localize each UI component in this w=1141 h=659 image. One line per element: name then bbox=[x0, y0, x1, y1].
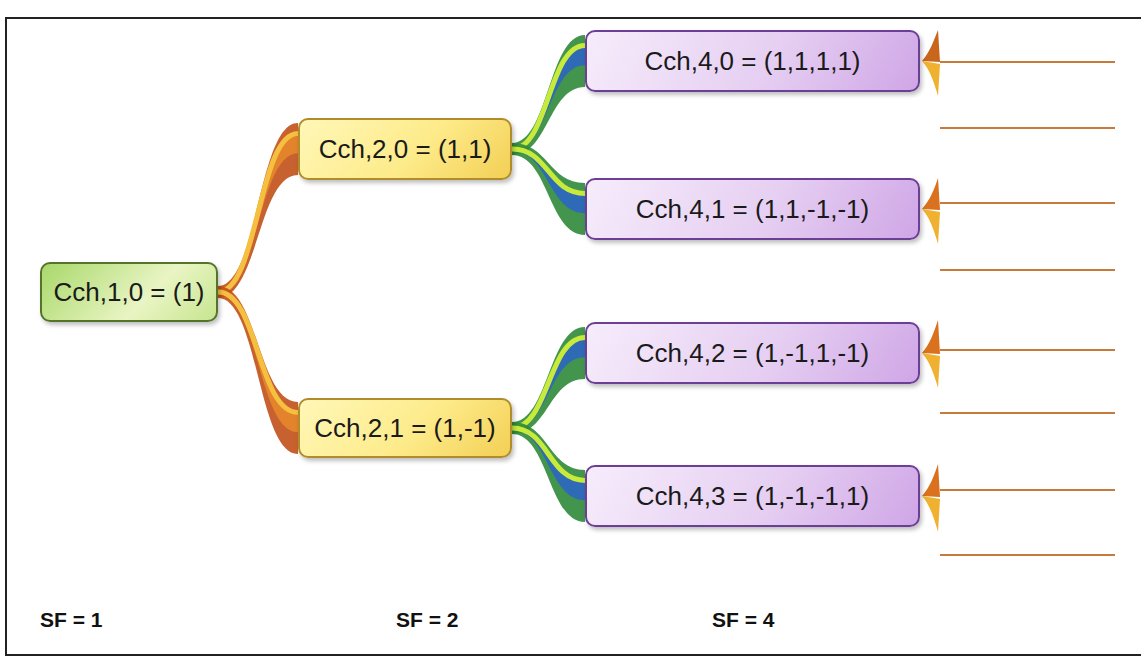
code-text: Cch,1,0 = (1) bbox=[53, 277, 204, 308]
code-box: Cch,4,2 = (1,-1,1,-1) bbox=[585, 322, 920, 384]
output-branches bbox=[922, 30, 1115, 555]
code-box: Cch,4,0 = (1,1,1,1) bbox=[585, 30, 920, 92]
code-text: Cch,4,2 = (1,-1,1,-1) bbox=[636, 338, 869, 369]
code-box: Cch,2,0 = (1,1) bbox=[298, 118, 512, 180]
code-text: Cch,4,3 = (1,-1,-1,1) bbox=[636, 481, 869, 512]
code-text: Cch,2,0 = (1,1) bbox=[319, 134, 492, 165]
spreading-factor-label: SF = 4 bbox=[712, 608, 774, 632]
tree-branch bbox=[218, 286, 298, 454]
tree-branch bbox=[512, 35, 585, 155]
code-text: Cch,2,1 = (1,-1) bbox=[314, 413, 495, 444]
tree-branch bbox=[218, 123, 298, 298]
code-text: Cch,4,1 = (1,1,-1,-1) bbox=[636, 194, 869, 225]
code-box: Cch,4,1 = (1,1,-1,-1) bbox=[585, 178, 920, 240]
tree-branch bbox=[512, 422, 585, 522]
frame-border bbox=[6, 18, 1141, 655]
tree-branch bbox=[512, 143, 585, 235]
spreading-factor-label: SF = 1 bbox=[40, 608, 102, 632]
spreading-factor-label: SF = 2 bbox=[396, 608, 458, 632]
code-text: Cch,4,0 = (1,1,1,1) bbox=[644, 46, 860, 77]
code-box: Cch,2,1 = (1,-1) bbox=[298, 398, 512, 458]
code-box: Cch,1,0 = (1) bbox=[40, 262, 218, 322]
tree-branch bbox=[512, 327, 585, 434]
code-box: Cch,4,3 = (1,-1,-1,1) bbox=[585, 465, 920, 527]
